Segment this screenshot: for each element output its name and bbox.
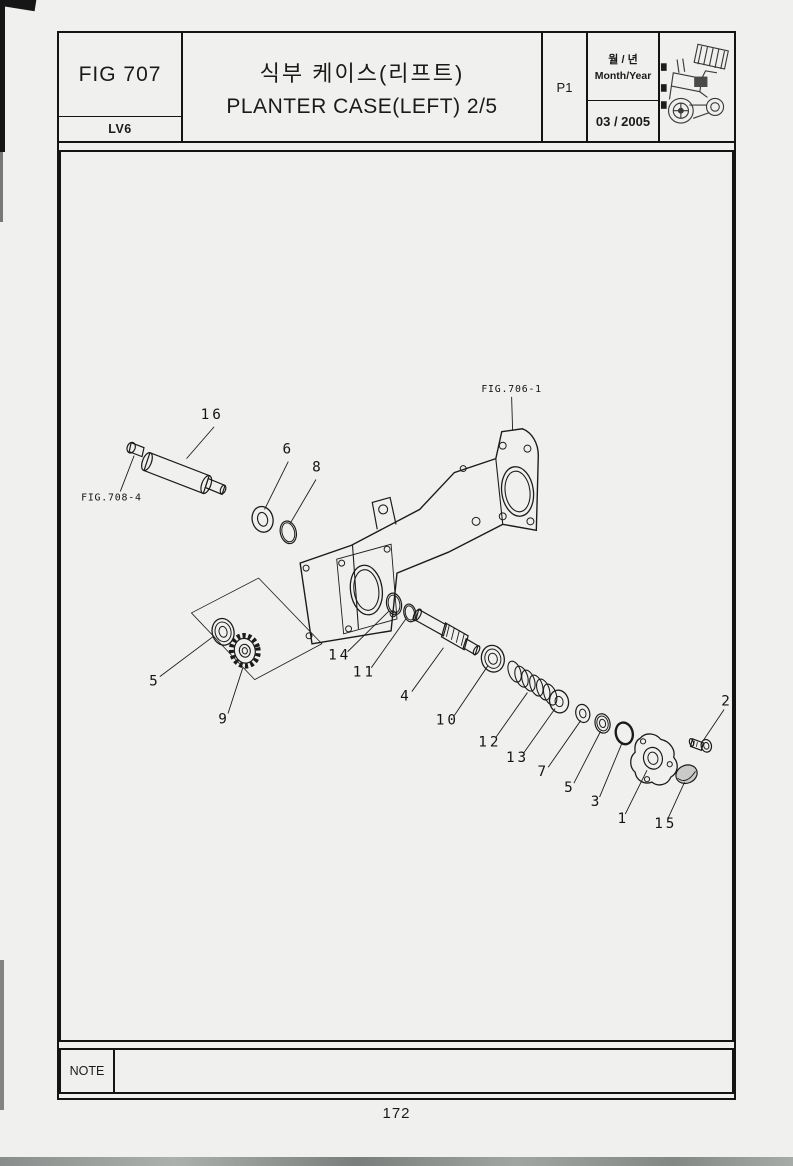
callout-10: 10 (436, 712, 459, 728)
machine-illustration-cell (660, 33, 734, 141)
divider (59, 116, 181, 117)
part-bearing-5-left (211, 617, 235, 646)
month-year-english: Month/Year (594, 70, 652, 82)
title-block: FIG 707 LV6 식부 케이스(리프트) PLANTER CASE(LEF… (59, 33, 734, 143)
mount-reference-outline (190, 577, 323, 681)
title-korean: 식부 케이스(리프트) (259, 60, 465, 86)
fig-cell: FIG 707 LV6 (59, 33, 183, 141)
part-washer-13 (548, 689, 570, 714)
callout-5-right: 5 (564, 780, 576, 796)
callout-11: 11 (353, 665, 376, 681)
exploded-diagram: 16 6 8 5 9 14 11 4 10 12 13 7 5 3 1 15 2 (81, 384, 732, 832)
callout-14: 14 (328, 648, 351, 664)
scan-artifact (0, 1157, 793, 1166)
part-sprocket-9 (228, 632, 261, 669)
part-bolt-2 (688, 738, 713, 753)
part-shaft-4 (412, 608, 481, 656)
callout-6: 6 (282, 442, 294, 458)
part-o-ring-3 (614, 721, 635, 746)
note-box: NOTE (59, 1048, 734, 1094)
month-year-korean: 월 / 년 (608, 54, 638, 66)
part-planter-case (299, 428, 540, 645)
part-pin-shaft-16 (126, 441, 227, 496)
sheet-code: P1 (543, 33, 588, 141)
drawing-area: 16 6 8 5 9 14 11 4 10 12 13 7 5 3 1 15 2 (59, 150, 734, 1042)
date-cell: 월 / 년 Month/Year 03 / 2005 (588, 33, 660, 141)
fig-ref-708-4: FIG.708-4 (81, 492, 142, 503)
scan-artifact (0, 960, 4, 1110)
note-content (115, 1050, 732, 1092)
callout-5-left: 5 (149, 674, 161, 690)
scan-artifact (0, 152, 3, 222)
part-cap-15 (675, 764, 698, 785)
callout-2: 2 (721, 693, 732, 709)
callout-8: 8 (312, 460, 324, 476)
title-cell: 식부 케이스(리프트) PLANTER CASE(LEFT) 2/5 (183, 33, 543, 141)
callout-13: 13 (506, 750, 529, 766)
part-bearing-5-right (594, 713, 611, 734)
part-cover-1 (630, 733, 678, 786)
callout-3: 3 (591, 794, 603, 810)
model-code: LV6 (108, 122, 132, 136)
part-ring-7 (575, 703, 591, 724)
scan-artifact (0, 0, 5, 152)
fig-number: FIG 707 (78, 62, 162, 86)
page-number: 172 (382, 1105, 411, 1122)
callout-7: 7 (537, 764, 549, 780)
callout-15: 15 (654, 816, 677, 832)
callout-4: 4 (400, 688, 412, 704)
date-value: 03 / 2005 (595, 113, 651, 129)
callout-1: 1 (617, 811, 629, 827)
part-collar-10 (480, 644, 505, 673)
title-english: PLANTER CASE(LEFT) 2/5 (226, 94, 498, 118)
tractor-icon (660, 43, 729, 124)
part-bearing-6 (251, 505, 274, 533)
fig-ref-706-1: FIG.706-1 (481, 384, 542, 395)
leader-lines (119, 396, 725, 820)
callout-9: 9 (218, 711, 230, 727)
part-ring-14 (385, 592, 403, 616)
part-o-ring-8 (279, 520, 298, 545)
part-spring-12 (507, 660, 558, 706)
sheet-border: FIG 707 LV6 식부 케이스(리프트) PLANTER CASE(LEF… (57, 31, 736, 1100)
callout-12: 12 (478, 734, 501, 750)
date-header: 월 / 년 Month/Year (588, 33, 658, 101)
note-label: NOTE (61, 1050, 115, 1092)
callout-16: 16 (201, 407, 224, 423)
scan-artifact (0, 0, 37, 12)
